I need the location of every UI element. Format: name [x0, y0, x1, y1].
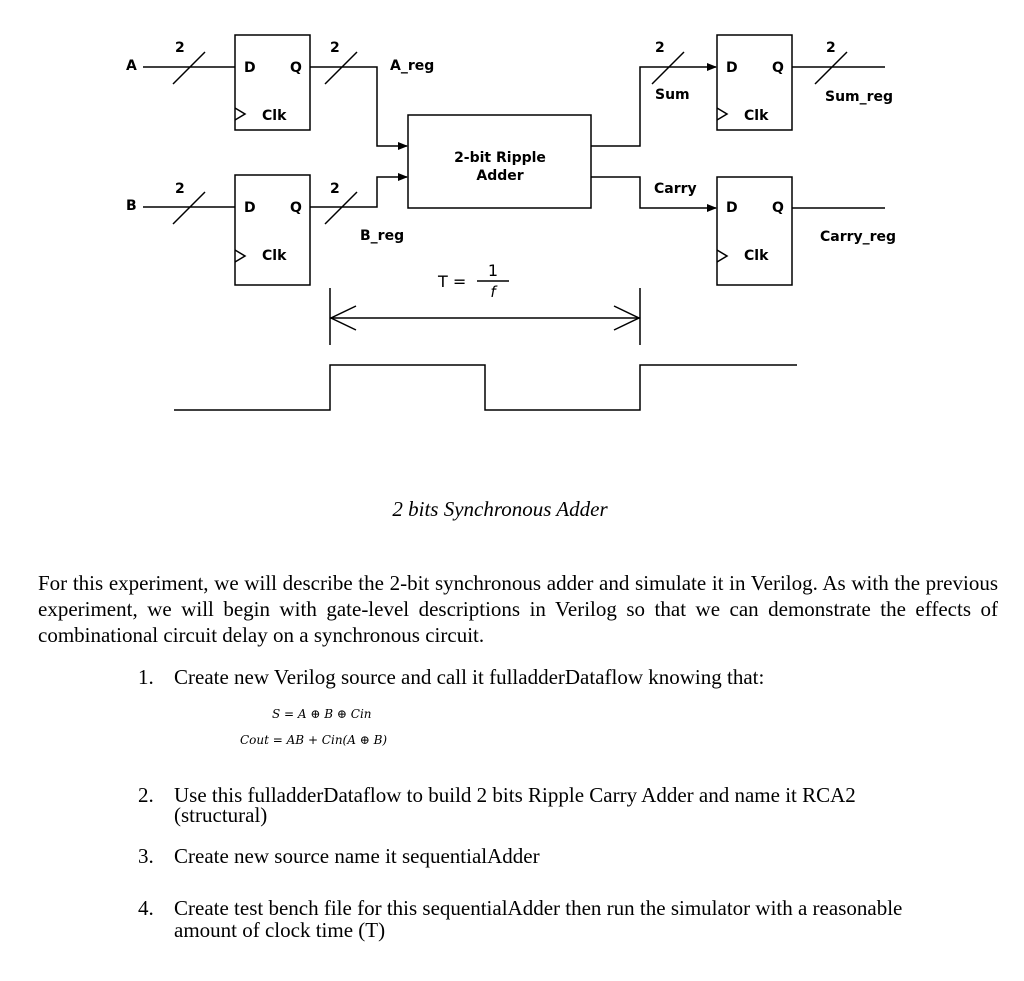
figure-caption: 2 bits Synchronous Adder: [392, 497, 608, 521]
ff-sum-d: D: [726, 60, 738, 76]
ff-carry-q: Q: [772, 200, 784, 216]
ff-a-q: Q: [290, 60, 302, 76]
signal-sum-reg-label: Sum_reg: [825, 89, 893, 105]
step-text: Create new source name it sequentialAdde…: [174, 844, 540, 868]
ff-a-clk: Clk: [262, 108, 287, 124]
clock-triangle-a: [234, 107, 247, 121]
input-b-label: B: [126, 198, 137, 214]
bus-width-sum: 2: [655, 40, 665, 56]
step-number: 2.: [138, 783, 154, 807]
period-arrowhead-left: [329, 305, 357, 331]
wire-b-reg: [310, 173, 408, 208]
period-lhs: T =: [437, 272, 466, 291]
ff-b-d: D: [244, 200, 256, 216]
signal-b-reg-label: B_reg: [360, 228, 404, 244]
clock-triangle-carry: [716, 249, 729, 263]
bus-slash-sum: [651, 51, 685, 85]
bus-slash-b-reg: [324, 191, 358, 225]
intro-paragraph: For this experiment, we will describe th…: [38, 571, 998, 647]
signal-a-reg-label: A_reg: [390, 58, 434, 74]
ff-carry-d: D: [726, 200, 738, 216]
step-text-continued: amount of clock time (T): [174, 918, 386, 942]
flipflop-b: [234, 174, 311, 286]
ff-b-q: Q: [290, 200, 302, 216]
bus-slash-sum-reg: [814, 51, 848, 85]
wire-carry: [591, 176, 717, 212]
ripple-adder-block: [407, 114, 592, 209]
signal-sum-label: Sum: [655, 87, 690, 103]
input-a-label: A: [126, 58, 137, 74]
ff-sum-q: Q: [772, 60, 784, 76]
bus-width-a-reg: 2: [330, 40, 340, 56]
bus-width-sum-reg: 2: [826, 40, 836, 56]
period-denominator: f: [490, 283, 498, 301]
step-text: Create test bench file for this sequenti…: [174, 896, 903, 920]
bus-slash-b-in: [172, 191, 206, 225]
bus-slash-a-reg: [324, 51, 358, 85]
signal-carry-label: Carry: [654, 181, 697, 197]
wire-a-reg: [310, 66, 408, 150]
clock-triangle-b: [234, 249, 247, 263]
adder-label-line2: Adder: [476, 168, 523, 184]
signal-carry-reg-label: Carry_reg: [820, 229, 896, 245]
flipflop-a: [234, 34, 311, 131]
ff-b-clk: Clk: [262, 248, 287, 264]
period-arrowhead-right: [613, 305, 641, 331]
ff-carry-clk: Clk: [744, 248, 769, 264]
step-number: 4.: [138, 896, 154, 920]
bus-width-a-in: 2: [175, 40, 185, 56]
equation-sum: S = A ⊕ B ⊕ Cin: [272, 707, 372, 721]
wire-sum: [591, 63, 717, 147]
step-number: 1.: [138, 665, 154, 689]
step-text: Create new Verilog source and call it fu…: [174, 665, 765, 689]
clock-triangle-sum: [716, 107, 729, 121]
step-number: 3.: [138, 844, 154, 868]
ff-a-d: D: [244, 60, 256, 76]
bus-width-b-in: 2: [175, 181, 185, 197]
step-text: Use this fulladderDataflow to build 2 bi…: [174, 783, 856, 807]
ff-sum-clk: Clk: [744, 108, 769, 124]
bus-slash-a-in: [172, 51, 206, 85]
clock-waveform: [174, 364, 797, 411]
equation-cout: Cout = AB + Cin(A ⊕ B): [240, 733, 388, 747]
flipflop-sum: [716, 34, 793, 131]
flipflop-carry: [716, 176, 793, 286]
bus-width-b-reg: 2: [330, 181, 340, 197]
adder-label-line1: 2-bit Ripple: [454, 150, 546, 166]
step-text-continued: (structural): [174, 803, 268, 827]
synchronous-adder-diagram: A B 2 2 2 2 2 2 D Q Clk D Q Clk D Q Clk …: [126, 34, 896, 411]
period-numerator: 1: [488, 261, 498, 280]
